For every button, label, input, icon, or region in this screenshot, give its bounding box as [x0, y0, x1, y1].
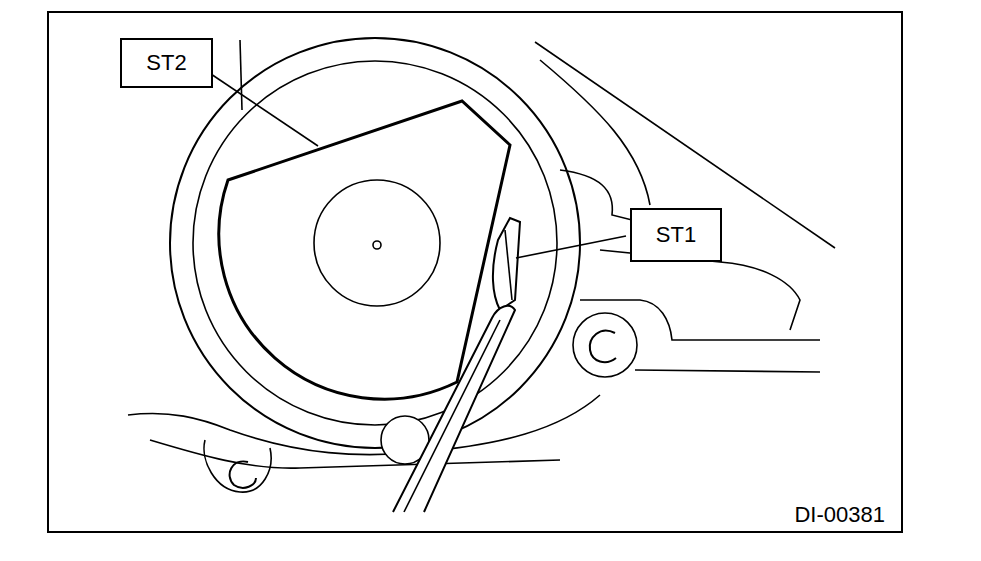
hub-outer-ring — [170, 38, 580, 448]
callout-text: ST1 — [656, 223, 696, 247]
tool-center — [373, 241, 381, 249]
leader-line — [205, 70, 318, 146]
housing-line — [240, 40, 242, 110]
screwdriver — [393, 306, 515, 512]
screwdriver-edge — [404, 320, 500, 512]
leader-line — [516, 236, 626, 258]
st1-tool-edge — [505, 230, 512, 300]
bolt — [573, 313, 637, 377]
callout-box: ST1 — [630, 208, 722, 262]
st2-tool — [219, 101, 510, 399]
st1-tool — [493, 218, 520, 310]
callout-box: ST2 — [120, 38, 213, 88]
bolt-head — [590, 331, 616, 363]
hub-inner-ring — [193, 61, 557, 425]
housing-line — [560, 170, 640, 222]
figure-frame — [48, 12, 902, 532]
tool-hub — [314, 180, 440, 306]
housing-line — [540, 60, 650, 205]
bolt — [204, 440, 271, 492]
housing-line — [150, 440, 560, 468]
housing-line — [635, 370, 820, 372]
bolt-head — [230, 461, 256, 487]
callout-text: ST2 — [146, 51, 186, 75]
housing-line — [600, 250, 800, 330]
figure-id: DI-00381 — [794, 503, 885, 527]
